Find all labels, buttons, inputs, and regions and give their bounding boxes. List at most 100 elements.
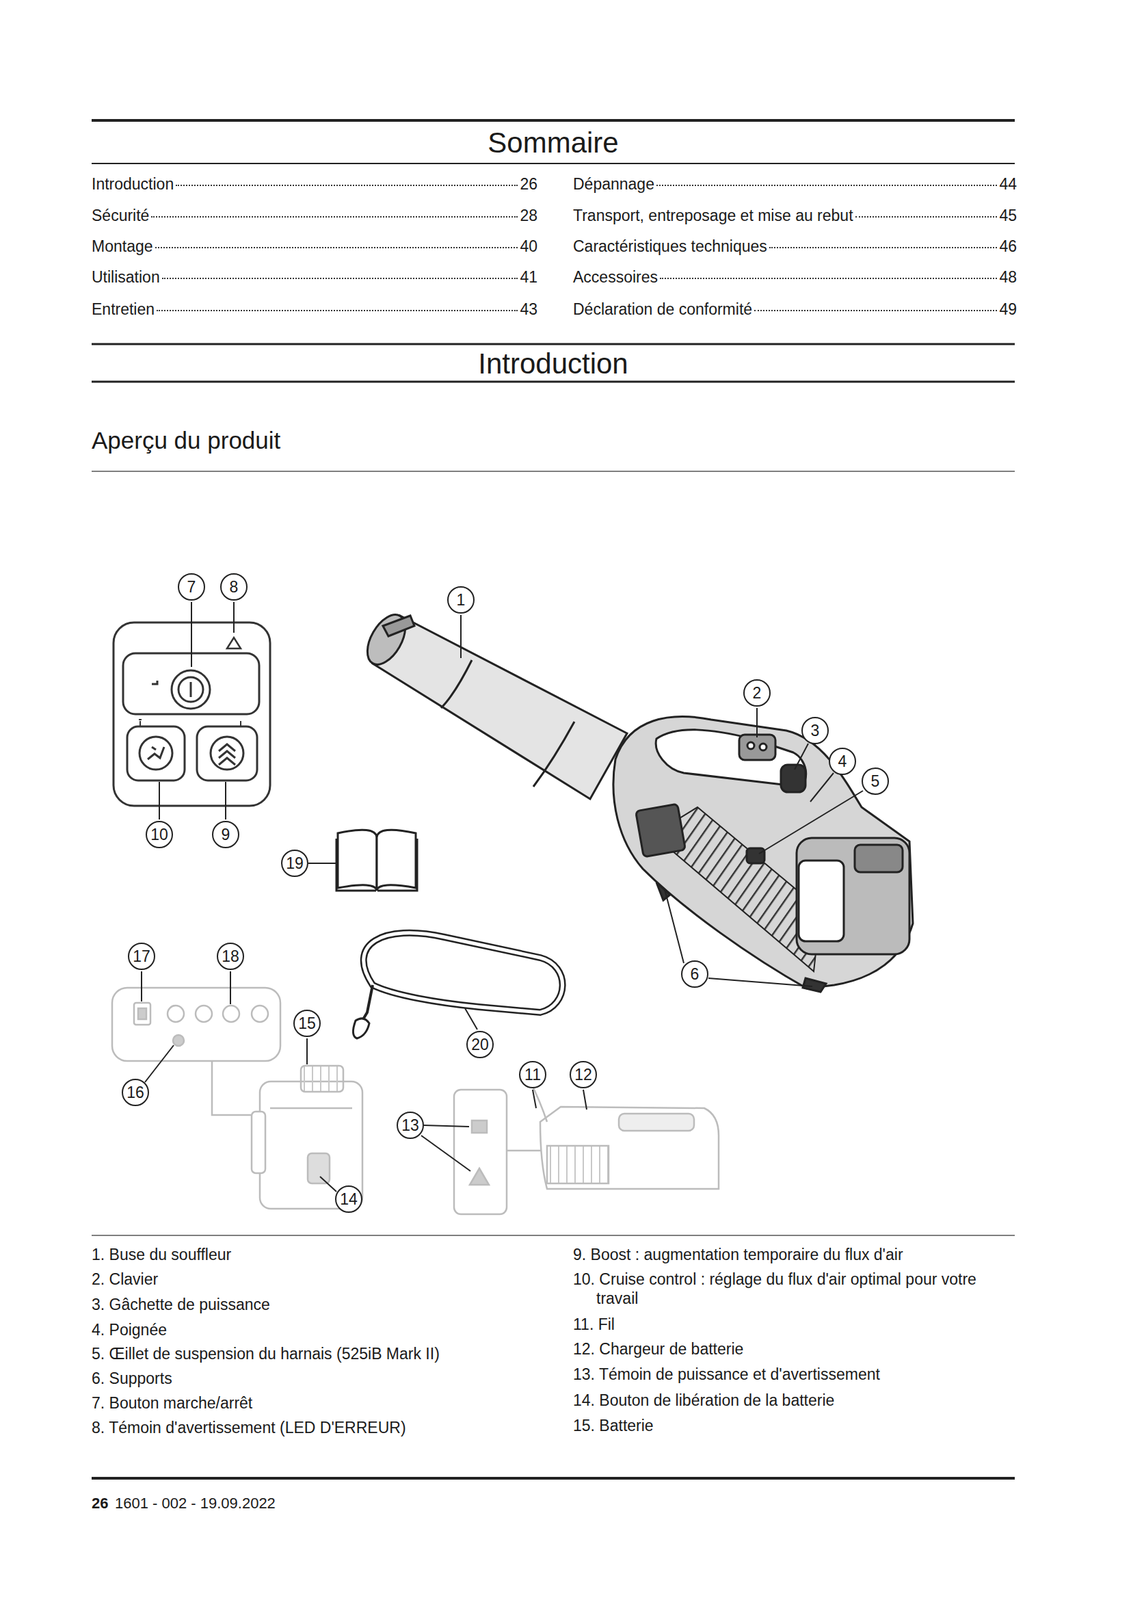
toc-row: Utilisation 41 <box>91 268 538 288</box>
callout-number: 11 <box>519 1060 547 1088</box>
footer-text: 1601 - 002 - 19.09.2022 <box>114 1494 276 1512</box>
toc-entry: Utilisation <box>91 268 161 288</box>
leader-lines-part <box>460 614 462 658</box>
callout-text: 20 <box>471 1036 489 1053</box>
leader-lines <box>141 601 863 1192</box>
callout-number: 2 <box>743 679 771 707</box>
toc-row: Introduction 26 <box>91 175 538 195</box>
toc-row: Accessoires 48 <box>573 268 1017 288</box>
leader-lines-part <box>756 707 758 738</box>
charger-part <box>454 1089 507 1214</box>
legend-item: 13. Témoin de puissance et d'avertisseme… <box>573 1364 881 1385</box>
leader-lines-part <box>708 977 813 987</box>
toc-entry: Introduction <box>91 175 174 195</box>
battery-panel-part <box>112 987 281 1061</box>
leader-dots <box>155 246 519 249</box>
callout-number: 12 <box>569 1060 597 1088</box>
battery-panel-part <box>195 1005 212 1022</box>
page-rules-part <box>91 343 1015 346</box>
blower-part <box>746 847 765 863</box>
battery-panel-part <box>270 1107 353 1110</box>
manual-book-part <box>376 829 416 891</box>
callout-number: 6 <box>681 960 709 988</box>
heading: Aperçu du produit <box>91 426 281 455</box>
blower-part <box>372 615 628 799</box>
page-number: 41 <box>519 268 538 288</box>
battery-panel-part <box>251 1111 266 1173</box>
leader-lines-part <box>794 743 809 770</box>
toc-entry: Accessoires <box>573 268 658 288</box>
charger-part <box>547 1145 609 1183</box>
legend-item: 8. Témoin d'avertissement (LED D'ERREUR) <box>91 1418 407 1438</box>
leader-dots <box>769 246 998 249</box>
manual-book-part <box>336 838 418 891</box>
blower-part <box>635 803 686 857</box>
toc-row: Caractéristiques techniques46 <box>573 237 1017 257</box>
battery-panel-part <box>211 1060 260 1115</box>
toc-entry: Entretien <box>91 300 155 320</box>
leader-lines-part <box>140 970 143 1002</box>
battery-panel-part <box>138 1007 147 1019</box>
charger-part <box>618 1113 695 1131</box>
manual-book <box>336 829 418 891</box>
callout-text: 11 <box>524 1066 541 1083</box>
leader-lines-part <box>810 772 834 802</box>
callout-text: 10 <box>150 826 169 843</box>
leader-lines-part <box>308 862 337 864</box>
heading: Introduction <box>477 346 628 381</box>
callout-text: 12 <box>574 1066 593 1083</box>
blower-part <box>759 743 767 751</box>
legend-item: 15. Batterie <box>573 1416 654 1436</box>
leader-dots <box>855 216 998 218</box>
callout-number: 9 <box>211 820 240 848</box>
harness-strap <box>352 932 563 1039</box>
toc-entry: Déclaration de conformité <box>573 300 753 320</box>
leader-lines-part <box>583 1089 587 1110</box>
page-number: 40 <box>519 237 538 257</box>
leader-lines-part <box>144 1044 174 1082</box>
blower-part <box>441 659 472 708</box>
leader-dots <box>151 216 518 218</box>
leader-lines-part <box>229 970 232 1004</box>
callout-number: 17 <box>127 942 156 970</box>
leader-lines-part <box>306 1038 308 1064</box>
heading: Sommaire <box>487 125 619 161</box>
charger-part <box>471 1120 487 1133</box>
page-number: 45 <box>999 206 1017 226</box>
page-number: 26 <box>519 175 538 195</box>
toc-row: Déclaration de conformité49 <box>573 300 1017 320</box>
harness-strap-part <box>363 984 373 1019</box>
legend-item: 6. Supports <box>91 1368 173 1389</box>
callout-text: 19 <box>285 855 304 872</box>
toc-row: Sécurité28 <box>91 206 538 226</box>
keypad-detail-part <box>127 726 185 781</box>
keypad-detail-part <box>196 726 258 781</box>
leader-lines-part <box>233 601 235 633</box>
callout-number: 5 <box>861 767 889 795</box>
leader-lines-part <box>664 888 684 963</box>
callout-text: 17 <box>132 948 151 965</box>
page-number: 48 <box>999 268 1017 288</box>
leader-dots <box>175 184 518 186</box>
leader-dots <box>659 277 997 279</box>
leader-dots <box>754 309 997 312</box>
harness-strap-part <box>363 932 563 1013</box>
leader-dots <box>162 277 519 279</box>
callout-number: 7 <box>177 573 206 601</box>
callout-number: 16 <box>121 1078 150 1106</box>
blower-part <box>739 734 776 760</box>
page-rules-part <box>91 380 1015 383</box>
battery-panel-part <box>222 1005 240 1022</box>
leader-dots <box>656 184 997 186</box>
leader-lines-part <box>421 1135 471 1171</box>
callout-text: 1 <box>456 592 466 608</box>
callout-text: 7 <box>187 579 197 595</box>
callout-text: 15 <box>298 1015 316 1032</box>
leader-lines-part <box>320 1176 337 1192</box>
keypad-detail-part <box>190 681 193 697</box>
battery-panel-part <box>251 1005 269 1022</box>
page-number: 43 <box>519 300 538 320</box>
page-rules-part <box>91 1234 1015 1236</box>
charger-part <box>540 1106 719 1189</box>
callout-text: 14 <box>339 1191 358 1207</box>
